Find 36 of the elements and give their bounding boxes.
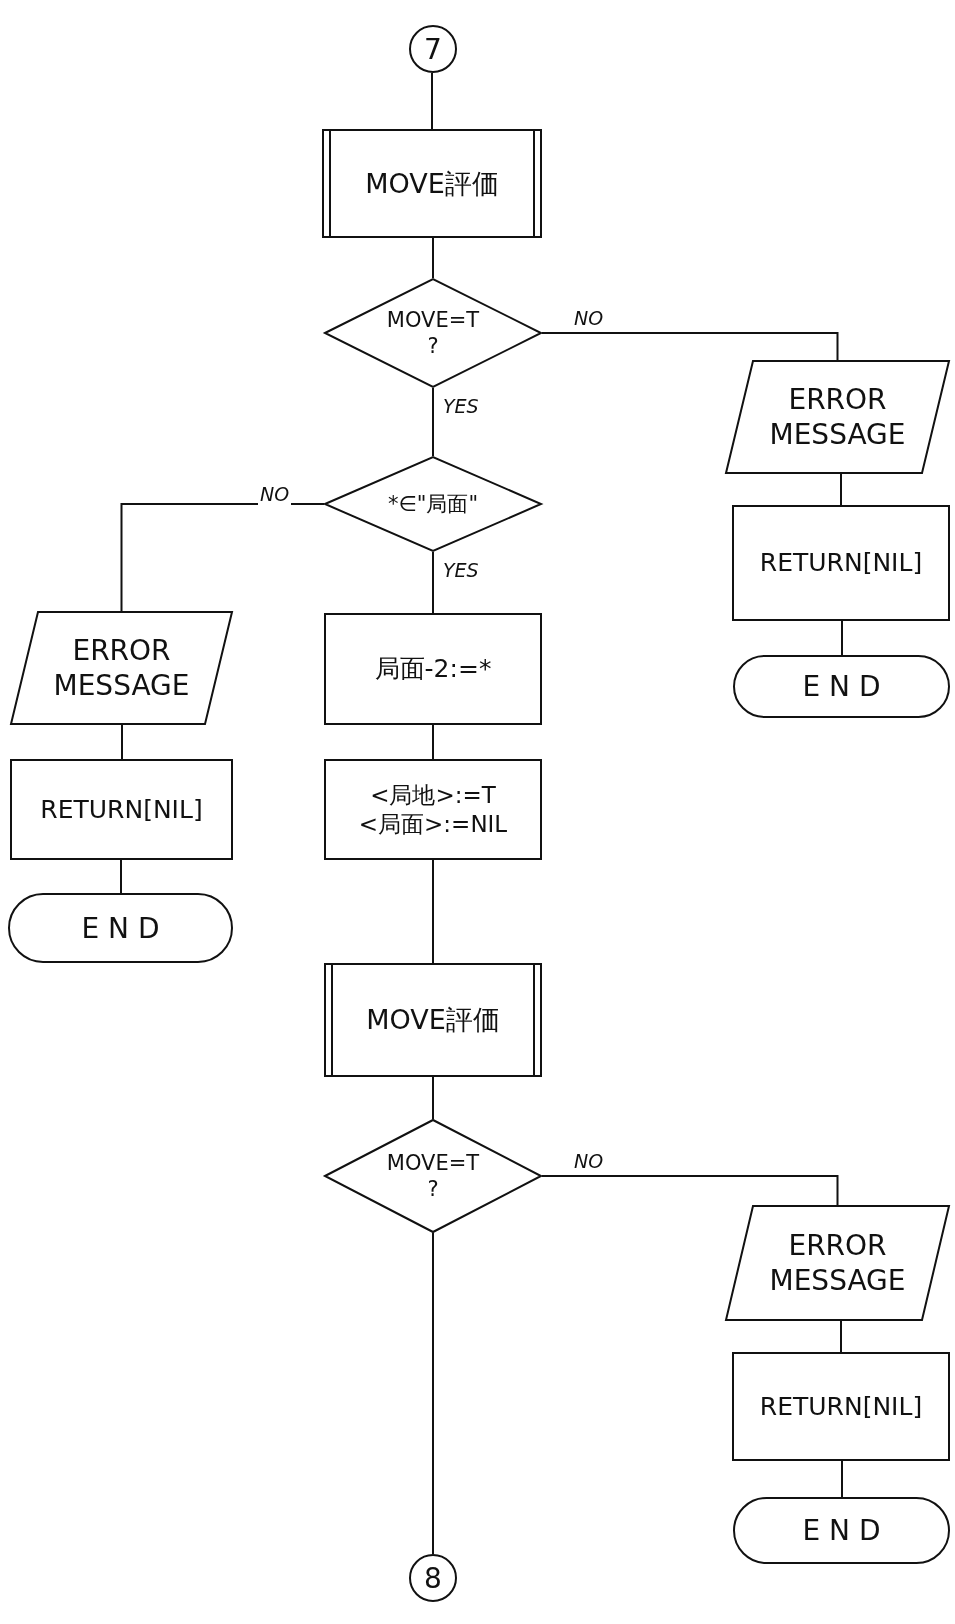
connector-line	[432, 237, 434, 279]
connector-line	[432, 387, 434, 457]
terminal-box: E N D	[8, 893, 233, 963]
process-box: 局面-2:=*	[324, 613, 542, 725]
connector-line	[840, 1320, 842, 1353]
process-box: <局地>:=T <局面>:=NIL	[324, 759, 542, 860]
decision-diamond: *∈"局面"	[324, 456, 542, 552]
subroutine-box: MOVE評価	[324, 963, 542, 1077]
connector-line	[432, 551, 434, 614]
connector-circle: 8	[409, 1554, 457, 1602]
connector-line	[841, 1460, 843, 1498]
output-parallelogram: ERROR MESSAGE	[725, 360, 950, 474]
connector-line	[541, 332, 839, 361]
subroutine-box: MOVE評価	[322, 129, 542, 238]
output-parallelogram: ERROR MESSAGE	[725, 1205, 950, 1321]
connector-line	[431, 72, 433, 130]
connector-line	[841, 620, 843, 656]
process-box: RETURN[NIL]	[732, 505, 950, 621]
output-parallelogram: ERROR MESSAGE	[10, 611, 233, 725]
decision-diamond: MOVE=T ?	[324, 1119, 542, 1233]
connector-line	[120, 859, 122, 894]
edge-label: NO	[258, 484, 292, 505]
decision-diamond: MOVE=T ?	[324, 278, 542, 388]
connector-line	[840, 473, 842, 506]
connector-line	[432, 859, 434, 964]
terminal-box: E N D	[733, 655, 950, 718]
connector-line	[432, 1076, 434, 1120]
connector-line	[121, 724, 123, 760]
connector-line	[432, 1232, 434, 1555]
process-box: RETURN[NIL]	[10, 759, 233, 860]
terminal-box: E N D	[733, 1497, 950, 1564]
connector-line	[432, 724, 434, 760]
process-box: RETURN[NIL]	[732, 1352, 950, 1461]
connector-circle: 7	[409, 25, 457, 73]
connector-line	[120, 503, 325, 612]
connector-line	[541, 1175, 839, 1206]
